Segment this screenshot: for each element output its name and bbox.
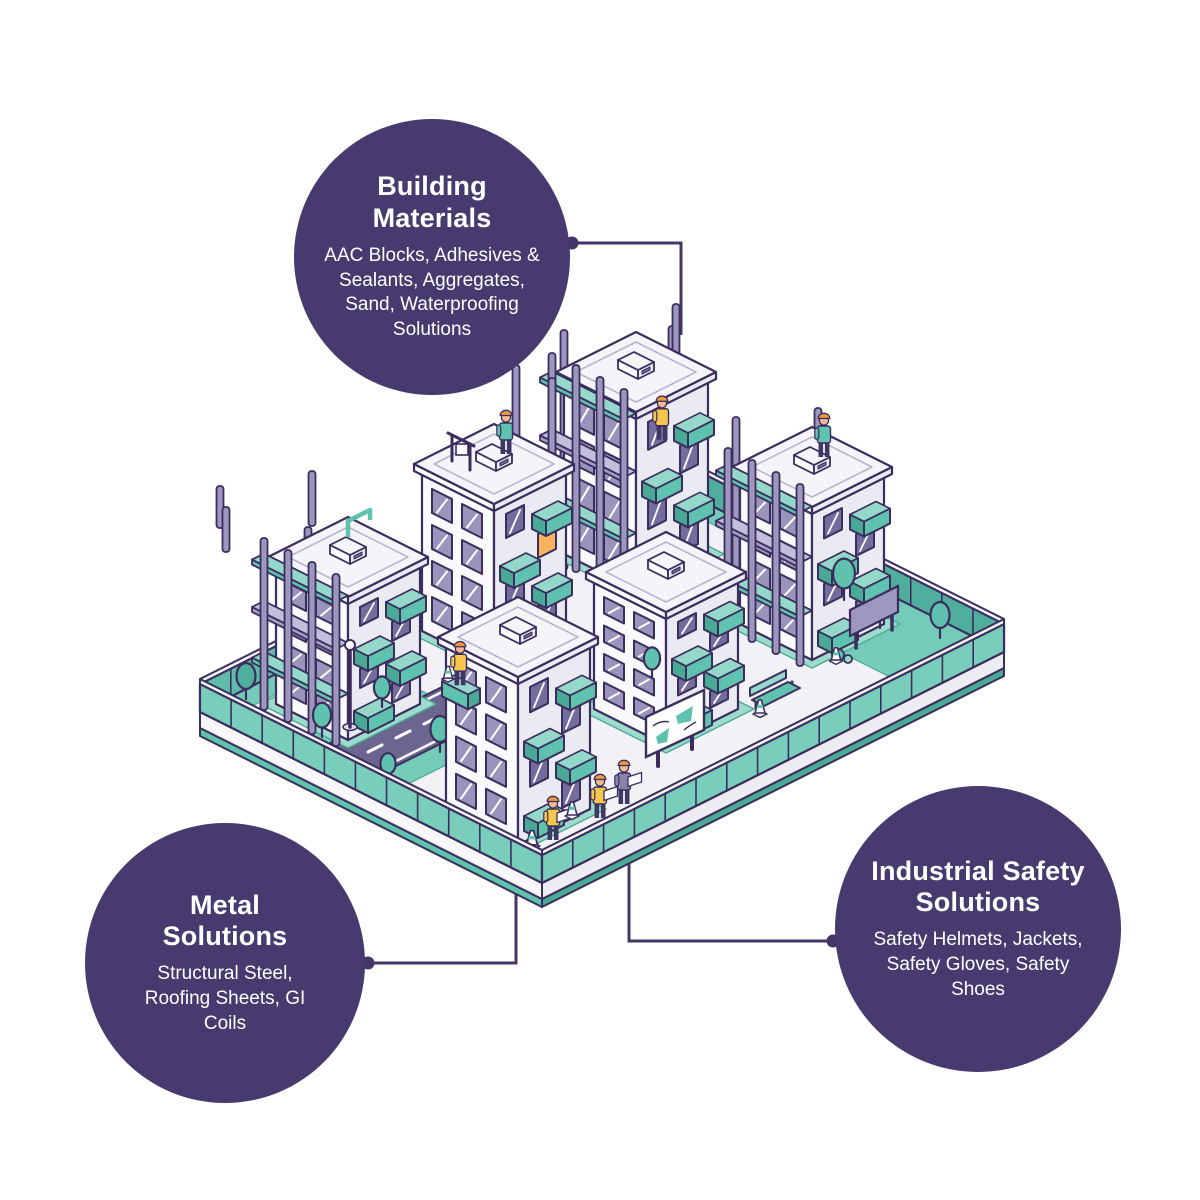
construction-worker [590, 773, 619, 818]
bubble-title-industrial-safety: Industrial Safety Solutions [871, 855, 1085, 917]
bubble-title-building-materials: Building Materials [372, 171, 492, 233]
bush [843, 654, 853, 664]
fence-front-right [540, 618, 1006, 885]
rooftop-ac-unit [647, 551, 685, 580]
construction-worker [543, 795, 572, 840]
construction-worker [496, 409, 514, 454]
tree [642, 646, 662, 680]
tree [235, 661, 257, 701]
street-lamp [342, 639, 358, 732]
construction-site [198, 303, 1006, 908]
rooftop-ac-unit [475, 443, 513, 472]
rebar-column [307, 470, 317, 527]
building-front-center [577, 530, 755, 754]
rebar-column [259, 537, 269, 711]
connector-building-materials [565, 236, 683, 335]
rebar-column [595, 376, 605, 585]
bubble-title-metal-solutions: Metal Solutions [162, 889, 288, 951]
connector-lines [361, 236, 840, 970]
bubble-items-metal-solutions: Structural Steel, Roofing Sheets, GI Coi… [144, 963, 306, 1034]
rebar-column [747, 459, 757, 643]
bubble-items-building-materials: AAC Blocks, Adhesives & Sealants, Aggreg… [324, 244, 540, 340]
site-hoarding-board [848, 584, 900, 650]
rebar-column [283, 549, 293, 723]
construction-worker [614, 759, 643, 804]
rooftop-ac-unit [793, 446, 831, 475]
traffic-cone [752, 699, 768, 719]
right-lawn-props [831, 557, 951, 650]
connector-metal-solutions [361, 870, 518, 970]
construction-worker [814, 412, 832, 457]
construction-worker [652, 395, 670, 440]
tree [929, 600, 951, 640]
bubble-industrial-safety-solutions: Industrial Safety Solutions Safety Helme… [835, 786, 1121, 1072]
building-front-left [429, 595, 607, 854]
bubble-metal-solutions: Metal Solutions Structural Steel, Roofin… [85, 823, 365, 1103]
tree [311, 701, 333, 739]
rebar-column [771, 471, 781, 655]
tree [831, 557, 857, 602]
tree [372, 675, 392, 709]
traffic-cone [441, 665, 455, 683]
traffic-cone [564, 801, 580, 821]
rebar-column [331, 573, 341, 747]
scaffolding [251, 537, 349, 747]
rebar-column [221, 506, 231, 553]
roof-hoist [446, 431, 476, 472]
bubble-items-industrial-safety: Safety Helmets, Jackets, Safety Gloves, … [873, 929, 1083, 1000]
traffic-cone [828, 646, 844, 666]
site-map-billboard [644, 688, 706, 768]
bubble-building-materials: Building Materials AAC Blocks, Adhesives… [294, 119, 570, 395]
construction-worker [450, 640, 468, 686]
rooftop-ac-unit [617, 351, 655, 380]
rooftop-ac-unit [499, 616, 537, 645]
rebar-column [795, 483, 805, 667]
